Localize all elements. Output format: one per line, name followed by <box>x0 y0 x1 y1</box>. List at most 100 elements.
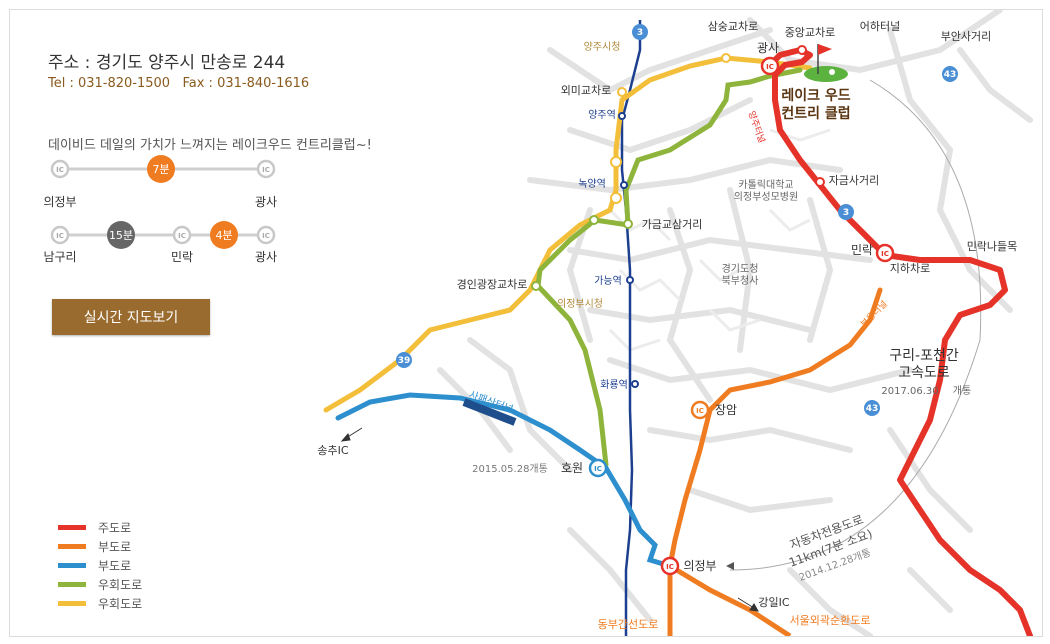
ic-icon-uijeongbu <box>50 159 70 179</box>
gwangsa-ic-marker <box>760 56 780 76</box>
ic-icon-minrak <box>172 225 192 245</box>
svg-text:IC: IC <box>56 166 64 174</box>
uijeongbu-ic-marker <box>660 556 680 576</box>
route-3-badge-north <box>632 24 648 40</box>
svg-text:3: 3 <box>843 208 849 218</box>
svg-text:IC: IC <box>56 232 64 240</box>
label-gwangsa: 광사 <box>757 41 779 55</box>
direction-arrows <box>340 427 759 612</box>
svg-text:IC: IC <box>696 407 704 415</box>
sub-road-orange-main <box>667 287 883 636</box>
label-yangju-city: 양주시청 <box>584 41 621 53</box>
label-seoul-ring: 서울외곽순환도로 <box>790 614 871 627</box>
route-2: IC 15분 IC 4분 IC <box>50 221 276 249</box>
legend-swatch <box>58 544 86 549</box>
ic-icon-gwangsa-2 <box>256 225 276 245</box>
legend-item: 부도로 <box>58 556 142 575</box>
label-gyeongin: 경인광장교차로 <box>457 278 528 291</box>
club-name-2: 컨트리 클럽 <box>781 105 850 122</box>
label-buansa: 부안사거리 <box>941 30 992 43</box>
legend-swatch <box>58 582 86 587</box>
label-yangju-tunnel: 양주터널 <box>746 110 768 145</box>
route-43-badge-north <box>942 66 958 82</box>
location-panel: IC IC IC IC IC <box>9 9 1043 637</box>
label-catholic-2: 의정부성모병원 <box>734 191 798 203</box>
svg-text:IC: IC <box>178 232 186 240</box>
label-jihacharo: 지하차로 <box>890 261 930 275</box>
time-badge-7min <box>147 155 175 183</box>
label-jangam: 장암 <box>715 403 737 417</box>
route2-mid-label: 민락 <box>170 250 194 264</box>
label-guri-date: 2017.06.30 <box>881 386 938 397</box>
tel-number: Tel : 031-820-1500 <box>48 76 171 91</box>
sapae-tunnel <box>462 398 517 426</box>
jangam-ic-marker <box>690 400 710 420</box>
route-39-badge <box>396 352 412 368</box>
legend-item: 우회도로 <box>58 594 142 613</box>
label-gyeonggi-2: 북부청사 <box>722 275 759 287</box>
route-1: IC 7분 IC <box>50 155 276 183</box>
legend-item: 주도로 <box>58 518 142 537</box>
minrak-ic-marker <box>875 243 895 263</box>
golf-flag-icon <box>804 44 848 82</box>
label-gageum: 가금교삼거리 <box>642 218 703 231</box>
fax-number: Fax : 031-840-1616 <box>182 76 310 91</box>
ic-icon-namguri <box>50 225 70 245</box>
car-only-guide-arc <box>729 339 981 571</box>
sub-road-orange-ring <box>668 563 792 636</box>
label-dongbu: 동부간선도로 <box>598 618 659 631</box>
main-road-red <box>767 47 1033 636</box>
legend-item: 우회도로 <box>58 575 142 594</box>
sub-road-blue <box>335 392 673 569</box>
legend-label: 부도로 <box>98 540 132 554</box>
legend-swatch <box>58 563 86 568</box>
slogan-text: 데이비드 데일의 가치가 느껴지는 레이크우드 컨트리클럽~! <box>48 138 372 153</box>
legend-label: 부도로 <box>98 559 132 573</box>
ic-markers: IC IC IC IC IC <box>588 56 895 576</box>
rail-line <box>620 20 642 636</box>
label-guri-pocheon-1: 구리-포천간 <box>889 348 959 364</box>
svg-text:3: 3 <box>637 28 643 38</box>
label-howon: 호원 <box>561 461 583 475</box>
expressway-guide-arc <box>869 79 982 341</box>
svg-text:IC: IC <box>262 232 270 240</box>
svg-text:IC: IC <box>881 250 889 258</box>
map-legend: 주도로 부도로 부도로 우회도로 우회도로 <box>58 518 142 613</box>
svg-text:7분: 7분 <box>152 163 169 176</box>
label-eohaneol: 어하터널 <box>860 19 900 33</box>
intersection-dots <box>531 45 825 388</box>
club-name: 레이크 우드 <box>781 87 850 104</box>
svg-text:IC: IC <box>766 63 774 71</box>
legend-label: 우회도로 <box>98 597 143 611</box>
time-badge-4min <box>210 221 238 249</box>
route-3-badge-south <box>838 204 854 220</box>
svg-text:15분: 15분 <box>109 229 133 242</box>
label-yangju-station: 양주역 <box>588 109 616 121</box>
legend-label: 우회도로 <box>98 578 143 592</box>
label-guri-pocheon-2: 고속도로 <box>898 365 950 381</box>
label-uijeongbu-city: 의정부시청 <box>557 298 603 310</box>
svg-text:IC: IC <box>666 563 674 571</box>
road-number-badges: 3 3 43 43 39 <box>396 24 958 416</box>
label-ganeung: 가능역 <box>594 275 622 287</box>
label-gangil: 강일IC <box>758 595 789 609</box>
legend-swatch <box>58 601 86 606</box>
label-guri-open: 개통 <box>953 385 971 397</box>
label-samsung: 삼숭교차로 <box>708 20 759 33</box>
label-uijeongbu: 의정부 <box>683 559 716 573</box>
label-minrak-nadeul: 민락나들목 <box>967 240 1018 253</box>
route1-to-label: 광사 <box>254 195 278 209</box>
label-jungang: 중앙교차로 <box>785 26 836 39</box>
label-date-2015: 2015.05.28개통 <box>472 463 548 475</box>
label-jageum: 자금사거리 <box>829 174 880 187</box>
route1-from-label: 의정부 <box>43 195 77 209</box>
svg-text:43: 43 <box>866 404 879 414</box>
route-diagram: IC 7분 IC IC 15분 IC 4분 IC <box>50 155 276 249</box>
label-minrak: 민락 <box>851 243 873 257</box>
route2-to-label: 광사 <box>254 250 278 264</box>
label-songchu: 송추IC <box>317 444 348 457</box>
howon-ic-marker <box>588 458 608 478</box>
ic-icon-gwangsa-1 <box>256 159 276 179</box>
live-map-button[interactable]: 실시간 지도보기 <box>52 299 210 335</box>
legend-label: 주도로 <box>98 521 132 535</box>
